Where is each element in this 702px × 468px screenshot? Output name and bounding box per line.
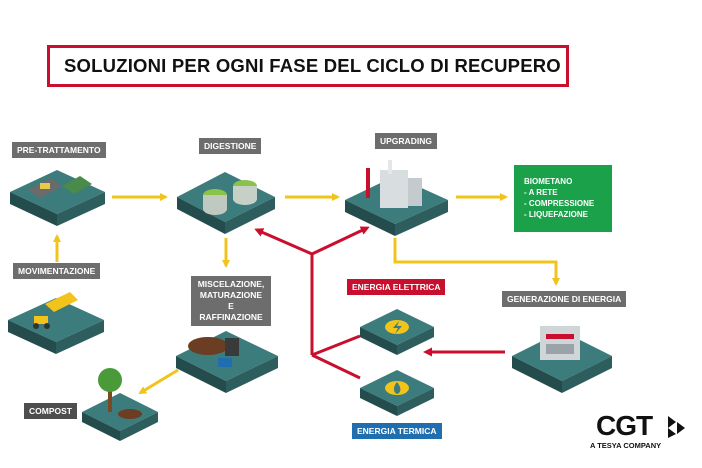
cgt-logo: CGT A TESYA COMPANY	[586, 410, 696, 455]
platform-generazione	[512, 326, 612, 393]
label-energia-termica: ENERGIA TERMICA	[352, 423, 442, 439]
energy-arrows	[254, 226, 505, 380]
page-title: SOLUZIONI PER OGNI FASE DEL CICLO DI REC…	[64, 55, 561, 76]
biometano-item-compressione: - COMPRESSIONE	[524, 199, 595, 208]
label-digestione: DIGESTIONE	[199, 138, 262, 154]
biometano-title: BIOMETANO	[524, 177, 573, 186]
platform-pretrattamento	[10, 170, 105, 226]
arrow-upgrading-generazione	[393, 238, 560, 286]
platform-energia-elettrica	[360, 309, 434, 355]
arrow-elettrica-link	[311, 334, 361, 357]
arrow-to-digestione	[254, 228, 313, 256]
label-compost: COMPOST	[24, 403, 77, 419]
arrow-miscelazione-compost	[138, 368, 179, 395]
platform-energia-termica	[360, 370, 434, 416]
biometano-box: BIOMETANO - A RETE - COMPRESSIONE - LIQU…	[514, 165, 612, 232]
biometano-item-liquefazione: - LIQUEFAZIONE	[524, 210, 588, 219]
label-energia-elettrica: ENERGIA ELETTRICA	[347, 279, 446, 295]
arrow-to-upgrading	[311, 226, 370, 256]
logo-tagline: A TESYA COMPANY	[590, 441, 662, 450]
label-generazione: GENERAZIONE DI ENERGIA	[502, 291, 627, 307]
logo-arrows-icon	[668, 416, 685, 438]
label-pretrattamento: PRE-TRATTAMENTO	[12, 142, 106, 158]
biometano-item-rete: - A RETE	[524, 188, 558, 197]
platform-miscelazione	[176, 331, 278, 393]
label-miscelazione: MISCELAZIONE, MATURAZIONE E RAFFINAZIONE	[191, 276, 271, 326]
label-movimentazione: MOVIMENTAZIONE	[13, 263, 101, 279]
label-upgrading: UPGRADING	[375, 133, 437, 149]
platform-digestione	[177, 172, 275, 234]
arrow-termica-link	[311, 353, 361, 380]
flow-arrows	[53, 193, 560, 395]
platform-compost	[82, 368, 158, 441]
logo-name: CGT	[596, 410, 653, 441]
platform-upgrading	[345, 160, 448, 236]
title-frame: SOLUZIONI PER OGNI FASE DEL CICLO DI REC…	[47, 45, 569, 87]
platform-movimentazione	[8, 292, 104, 354]
